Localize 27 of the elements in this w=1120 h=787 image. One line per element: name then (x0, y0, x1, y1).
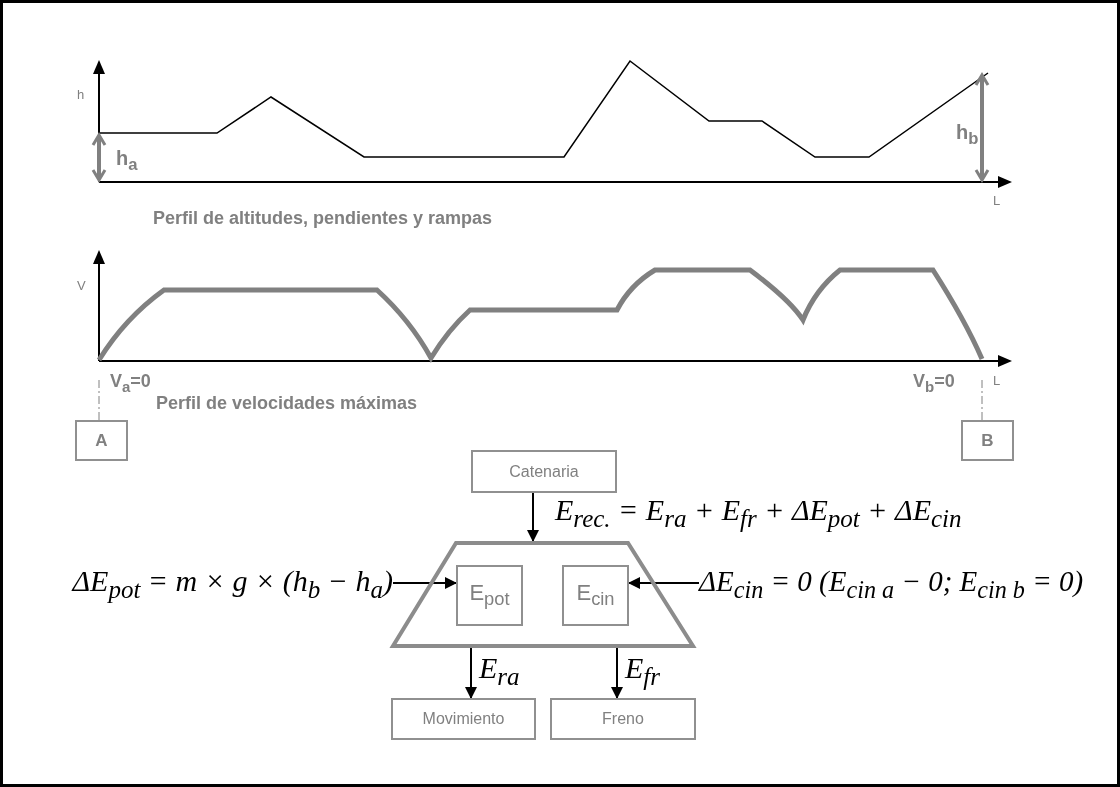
axis-label: Perfil de altitudes, pendientes y rampas (153, 208, 493, 229)
arrow (465, 647, 477, 699)
trapezoid-block (391, 541, 695, 648)
axis-label: h$_{b}$ (956, 121, 979, 149)
axis-label: V$_{b}$=0 (913, 371, 955, 395)
arrow (527, 492, 539, 542)
axis-label: h (77, 87, 85, 102)
axis-label: V (77, 278, 86, 293)
label-box: Catenaria (471, 450, 617, 493)
arrow (392, 577, 457, 589)
axis-label: V$_{a}$=0 (110, 371, 151, 395)
label-box: B (961, 420, 1014, 461)
axis-label: h$_{a}$ (116, 147, 138, 175)
label-box: Freno (550, 698, 696, 740)
label-box: E$_{pot}$ (456, 565, 523, 626)
formula-text: ΔE$_{cin}$ = 0 (E$_{cin a}$ − 0; E$_{cin b}$ = 0) (699, 559, 1113, 609)
arrow (628, 577, 700, 589)
formula-text: ΔE$_{pot}$ = m × g × (h$_{b}$ − h$_{a}$) (43, 559, 393, 609)
leader-line (981, 378, 983, 421)
axis-label: L (993, 193, 1001, 208)
axis-label: L (993, 373, 1001, 388)
axis-label: Perfil de velocidades máximas (156, 393, 418, 414)
label-box: Movimiento (391, 698, 536, 740)
leader-line (98, 378, 100, 421)
label-box: E$_{cin}$ (562, 565, 629, 626)
arrow (611, 647, 623, 699)
label-box: A (75, 420, 128, 461)
